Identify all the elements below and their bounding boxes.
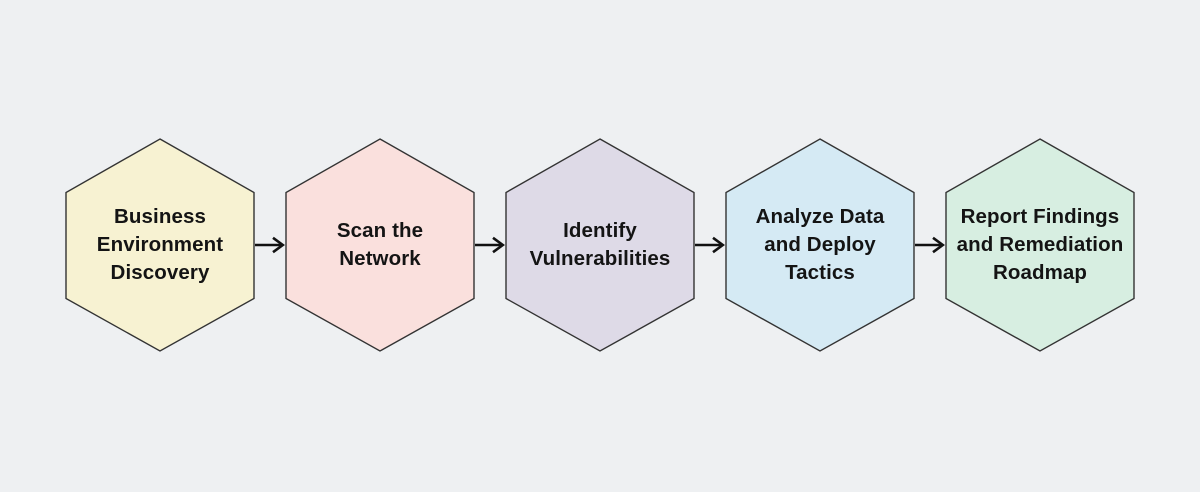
flow-node-identify-vulnerabilities: Identify Vulnerabilities xyxy=(505,138,695,352)
node-label-line: Scan the xyxy=(336,219,424,242)
flow-arrow-icon xyxy=(475,236,505,254)
flow-arrow-icon xyxy=(695,236,725,254)
node-label-line: and Remediation xyxy=(956,233,1124,256)
node-label: Scan the Network xyxy=(337,217,423,273)
node-label: Report Findings and Remediation Roadmap xyxy=(957,203,1124,287)
flow-node-analyze-data-and-deploy-tactics: Analyze Data and Deploy Tactics xyxy=(725,138,915,352)
flow-node-report-findings-and-remediation-roadmap: Report Findings and Remediation Roadmap xyxy=(945,138,1135,352)
node-label-line: Report Findings xyxy=(960,205,1120,228)
hexagon-shape xyxy=(65,138,255,352)
node-label-line: Roadmap xyxy=(992,261,1088,284)
hexagon-shape xyxy=(725,138,915,352)
hexagon-shape xyxy=(945,138,1135,352)
node-label: Business Environment Discovery xyxy=(97,203,223,287)
node-label-line: Analyze Data xyxy=(755,205,885,228)
node-label-line: Tactics xyxy=(785,261,855,284)
node-label-line: Vulnerabilities xyxy=(529,247,671,270)
node-label: Identify Vulnerabilities xyxy=(530,217,671,273)
flowchart: Business Environment Discovery Scan the … xyxy=(65,138,1135,352)
node-label-line: Environment xyxy=(96,233,224,256)
node-label-line: and Deploy xyxy=(764,233,876,256)
node-label: Analyze Data and Deploy Tactics xyxy=(756,203,885,287)
flow-node-scan-the-network: Scan the Network xyxy=(285,138,475,352)
node-label-line: Discovery xyxy=(110,261,210,284)
flow-node-business-environment-discovery: Business Environment Discovery xyxy=(65,138,255,352)
flow-arrow-icon xyxy=(255,236,285,254)
node-label-line: Identify xyxy=(563,219,637,242)
flow-arrow-icon xyxy=(915,236,945,254)
hexagon-shape xyxy=(285,138,475,352)
node-label-line: Business xyxy=(114,205,206,228)
node-label-line: Network xyxy=(339,247,421,270)
hexagon-shape xyxy=(505,138,695,352)
